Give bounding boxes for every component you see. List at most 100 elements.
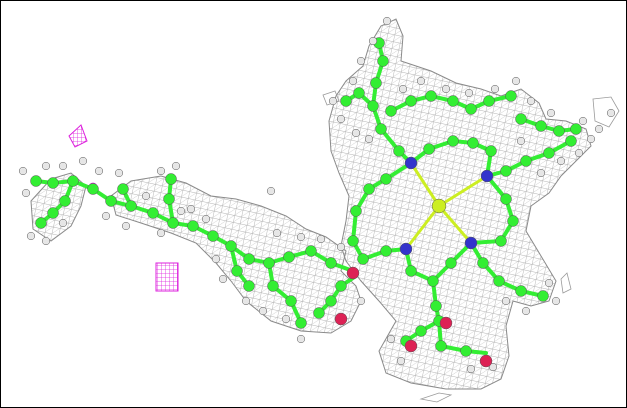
oxygen-atom	[346, 266, 360, 280]
hydrogen-atom	[78, 156, 88, 166]
hydrogen-atom	[368, 36, 378, 46]
carbon-atom	[520, 155, 532, 167]
hydrogen-atom	[351, 128, 361, 138]
hydrogen-atom	[266, 186, 276, 196]
hydrogen-atom	[396, 356, 406, 366]
carbon-atom	[380, 245, 392, 257]
hydrogen-atom	[156, 228, 166, 238]
carbon-atom	[67, 175, 79, 187]
magnesium-atom	[431, 198, 447, 214]
carbon-atom	[467, 137, 479, 149]
nitrogen-atom	[404, 156, 418, 170]
hydrogen-atom	[58, 218, 68, 228]
carbon-atom	[207, 230, 219, 242]
hydrogen-atom	[511, 76, 521, 86]
carbon-atom	[485, 145, 497, 157]
carbon-atom	[543, 147, 555, 159]
hydrogen-atom	[348, 76, 358, 86]
mesh-stray-side	[560, 272, 572, 294]
carbon-atom	[305, 245, 317, 257]
hydrogen-atom	[186, 204, 196, 214]
carbon-atom	[447, 135, 459, 147]
carbon-atom	[507, 215, 519, 227]
hydrogen-atom	[606, 108, 616, 118]
carbon-atom	[125, 200, 137, 212]
hydrogen-atom	[441, 84, 451, 94]
hydrogen-atom	[386, 334, 396, 344]
carbon-atom	[477, 257, 489, 269]
carbon-atom	[515, 113, 527, 125]
hydrogen-atom	[382, 16, 392, 26]
hydrogen-atom	[156, 166, 166, 176]
carbon-atom	[565, 135, 577, 147]
carbon-atom	[285, 295, 297, 307]
hydrogen-atom	[364, 134, 374, 144]
hydrogen-atom	[141, 191, 151, 201]
hydrogen-atom	[328, 96, 338, 106]
carbon-atom	[430, 300, 442, 312]
carbon-atom	[87, 183, 99, 195]
carbon-atom	[325, 257, 337, 269]
density-mesh	[30, 18, 620, 403]
carbon-atom	[465, 103, 477, 115]
carbon-atom	[495, 235, 507, 247]
nitrogen-atom	[464, 236, 478, 250]
hydrogen-atom	[101, 211, 111, 221]
hydrogen-atom	[26, 231, 36, 241]
hydrogen-atom	[121, 221, 131, 231]
carbon-atom	[167, 217, 179, 229]
carbon-atom	[393, 145, 405, 157]
oxygen-atom	[479, 354, 493, 368]
carbon-atom	[231, 265, 243, 277]
hydrogen-atom	[356, 296, 366, 306]
hydrogen-atom	[398, 84, 408, 94]
carbon-atom	[377, 55, 389, 67]
carbon-atom	[30, 175, 42, 187]
carbon-atom	[165, 173, 177, 185]
carbon-atom	[367, 100, 379, 112]
hydrogen-atom	[464, 88, 474, 98]
carbon-atom	[415, 325, 427, 337]
carbon-atom	[370, 77, 382, 89]
hydrogen-atom	[551, 296, 561, 306]
carbon-atom	[313, 307, 325, 319]
nitrogen-atom	[399, 242, 413, 256]
carbon-atom	[357, 253, 369, 265]
hydrogen-atom	[94, 166, 104, 176]
hydrogen-atom	[201, 214, 211, 224]
hydrogen-atom	[281, 314, 291, 324]
nitrogen-atom	[480, 169, 494, 183]
mesh-stray-bottom	[419, 392, 453, 403]
carbon-atom	[325, 295, 337, 307]
carbon-atom	[105, 195, 117, 207]
carbon-atom	[347, 235, 359, 247]
carbon-atom	[405, 95, 417, 107]
hydrogen-atom	[171, 161, 181, 171]
carbon-atom	[117, 183, 129, 195]
hydrogen-atom	[516, 136, 526, 146]
carbon-atom	[350, 205, 362, 217]
hydrogen-atom	[211, 254, 221, 264]
carbon-atom	[500, 165, 512, 177]
carbon-atom	[535, 120, 547, 132]
hydrogen-atom	[272, 228, 282, 238]
carbon-atom	[380, 173, 392, 185]
hydrogen-atom	[556, 156, 566, 166]
oxygen-atom	[334, 312, 348, 326]
carbon-atom	[515, 285, 527, 297]
hydrogen-atom	[41, 236, 51, 246]
hydrogen-atom	[176, 206, 186, 216]
hydrogen-atom	[258, 306, 268, 316]
hydrogen-atom	[501, 296, 511, 306]
hydrogen-atom	[490, 84, 500, 94]
carbon-atom	[385, 105, 397, 117]
hydrogen-atom	[218, 274, 228, 284]
carbon-atom	[335, 280, 347, 292]
carbon-atom	[427, 275, 439, 287]
carbon-atom	[283, 251, 295, 263]
carbon-atom	[35, 217, 47, 229]
hydrogen-atom	[586, 134, 596, 144]
diff-mesh-2	[155, 262, 179, 292]
